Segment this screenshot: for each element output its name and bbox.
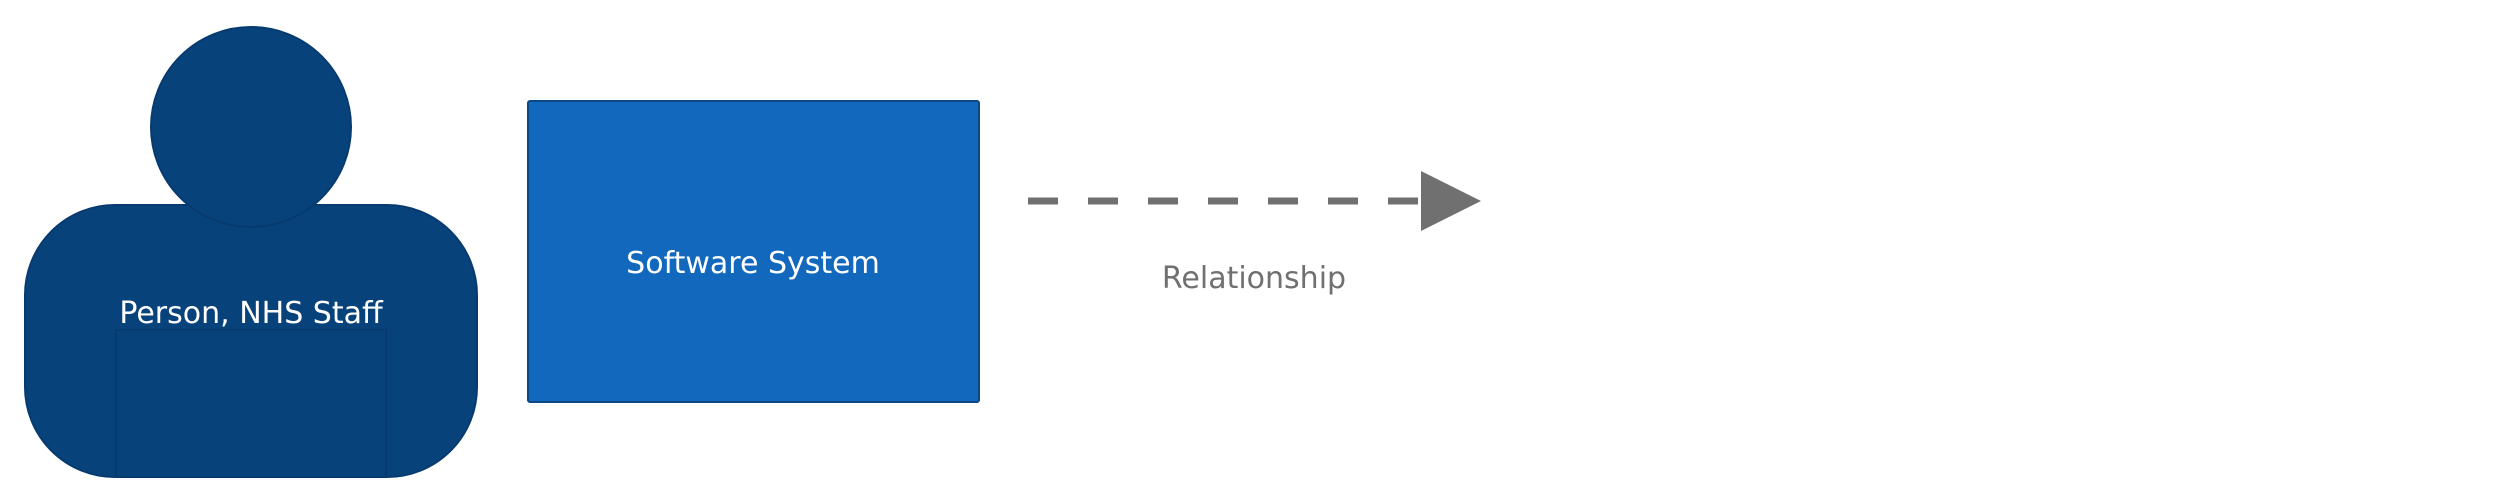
software-system-element[interactable]: Software System	[527, 100, 980, 403]
relationship-element[interactable]: Relationship	[1028, 171, 1481, 296]
software-system-box	[527, 100, 980, 403]
person-body	[24, 204, 478, 478]
person-element[interactable]: Person, NHS Staff	[24, 26, 478, 478]
relationship-label: Relationship	[1162, 261, 1346, 296]
person-label: Person, NHS Staff	[119, 296, 384, 331]
person-body-inset	[115, 329, 387, 478]
software-system-label: Software System	[626, 246, 880, 281]
arrowhead-icon	[1421, 171, 1481, 231]
person-head	[150, 26, 352, 228]
